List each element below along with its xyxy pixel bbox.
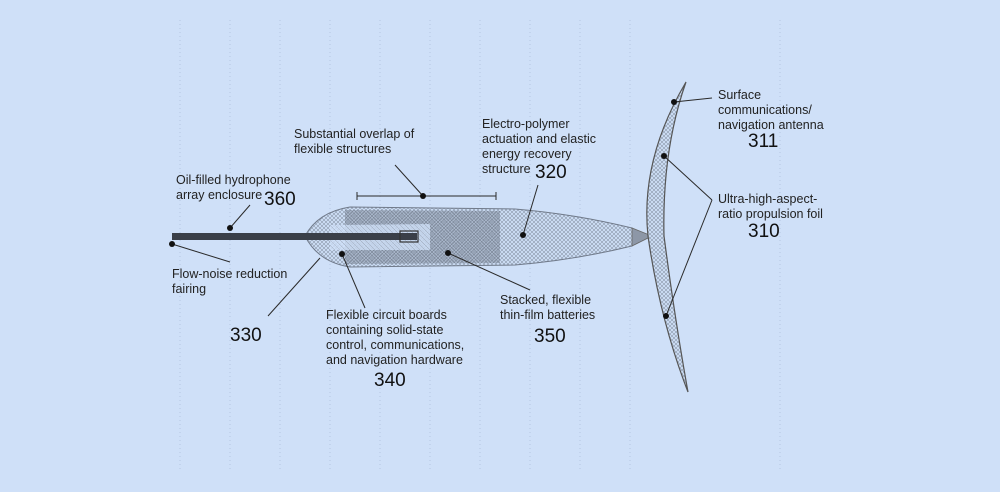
tail-joint [631,227,653,247]
number-320: 320 [535,162,567,183]
label-foil: Ultra-high-aspect- ratio propulsion foil [718,192,823,221]
label-fairing: Flow-noise reduction fairing [172,267,288,296]
label-circuit: Flexible circuit boards containing solid… [326,308,465,367]
label-hydrophone: Oil-filled hydrophone array enclosure [176,173,291,202]
callout-dot-fairing [169,241,175,247]
label-antenna: Surface communications/ navigation anten… [718,88,824,132]
number-311: 311 [748,131,779,152]
callout-dot-310-lower [663,313,669,319]
callout-dots [169,99,677,319]
callout-dot-320 [520,232,526,238]
callout-dot-310-upper [661,153,667,159]
number-330: 330 [230,325,262,346]
callout-dot-340 [339,251,345,257]
label-actuation: Electro-polymer actuation and elastic en… [482,117,596,176]
propulsion-foil [646,81,689,393]
leader-lines [171,97,713,317]
number-340: 340 [374,370,406,391]
label-batteries: Stacked, flexible thin-film batteries [500,293,596,322]
number-310: 310 [748,221,780,242]
label-overlap: Substantial overlap of flexible structur… [294,127,415,156]
number-350: 350 [534,326,566,347]
callout-dot-overlap [420,193,426,199]
callout-dot-360 [227,225,233,231]
hydrophone-rod [172,233,417,240]
hydrophone-rod-tip [399,230,419,243]
callout-dot-311 [671,99,677,105]
callout-dot-350 [445,250,451,256]
number-360: 360 [264,189,296,210]
